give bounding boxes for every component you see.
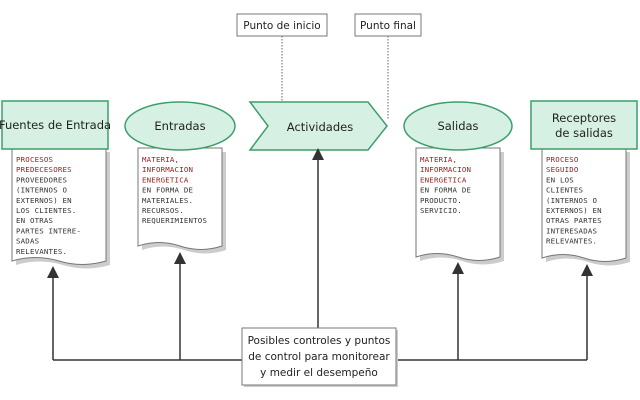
doc-fuentes-red-line: PREDECESORES (16, 165, 72, 174)
bottom-box (241, 327, 397, 386)
node-actividades-label: Actividades (287, 120, 353, 134)
doc-receptores-line: EN LOS (546, 175, 574, 184)
bottom-text-line2: de control para monitorear (248, 351, 390, 363)
doc-entradas-line: RECURSOS. (142, 206, 184, 215)
doc-fuentes-red-line: PROCESOS (16, 155, 53, 164)
doc-receptores-line: OTRAS PARTES (546, 216, 602, 225)
node-receptores-label-line2: de salidas (555, 126, 613, 140)
doc-salidas-red-line: INFORMACION (420, 165, 471, 174)
doc-fuentes-line: EXTERNOS) EN (16, 196, 72, 205)
doc-receptores-line: CLIENTES (546, 186, 583, 195)
doc-salidas (415, 147, 504, 265)
doc-entradas-red-line: INFORMACION (142, 165, 193, 174)
node-receptores-box (530, 100, 638, 150)
bottom-text-line3: y medir el desempeño (260, 367, 378, 379)
start-callout-label: Punto de inicio (243, 20, 320, 32)
doc-salidas-red-line: ENERGETICA (420, 175, 467, 184)
doc-fuentes-line: LOS CLIENTES. (16, 206, 76, 215)
doc-salidas-line: SERVICIO. (420, 206, 462, 215)
doc-fuentes-line: RELEVANTES. (16, 247, 67, 256)
bottom-text-line1: Posibles controles y puntos (248, 335, 391, 347)
doc-receptores-red-line: SEGUIDO (546, 165, 579, 174)
doc-receptores-red-line: PROCESO (546, 155, 579, 164)
node-fuentes-box (1, 100, 109, 150)
node-salidas-label: Salidas (437, 119, 478, 133)
node-entradas-label: Entradas (154, 119, 205, 133)
node-salidas-ellipse (403, 101, 513, 151)
node-fuentes-label: Fuentes de Entrada (0, 118, 111, 132)
doc-entradas-line: REQUERIMIENTOS (142, 216, 207, 225)
doc-salidas-red-line: MATERIA, (420, 155, 457, 164)
doc-entradas-red-line: MATERIA, (142, 155, 179, 164)
doc-salidas-line: PRODUCTO. (420, 196, 462, 205)
doc-fuentes (11, 147, 110, 269)
doc-receptores-line: RELEVANTES. (546, 237, 597, 246)
doc-fuentes-line: (INTERNOS O (16, 186, 67, 195)
doc-fuentes-line: EN OTRAS (16, 216, 53, 225)
doc-entradas-line: MATERIALES. (142, 196, 193, 205)
end-callout-label: Punto final (360, 20, 416, 32)
doc-fuentes-line: PARTES INTERE- (16, 226, 81, 235)
doc-entradas (137, 147, 226, 254)
node-entradas-ellipse (124, 101, 236, 151)
node-actividades-arrow (248, 101, 388, 151)
doc-receptores (541, 147, 630, 266)
doc-fuentes-line: SADAS (16, 237, 39, 246)
doc-receptores-line: INTERESADAS (546, 226, 597, 235)
doc-fuentes-line: PROVEEDORES (16, 175, 67, 184)
doc-receptores-line: EXTERNOS) EN (546, 206, 602, 215)
doc-entradas-red-line: ENERGETICA (142, 175, 189, 184)
doc-receptores-line: (INTERNOS O (546, 196, 597, 205)
node-receptores-label-line1: Receptores (552, 111, 616, 125)
doc-entradas-line: EN FORMA DE (142, 186, 193, 195)
doc-salidas-line: EN FORMA DE (420, 186, 471, 195)
